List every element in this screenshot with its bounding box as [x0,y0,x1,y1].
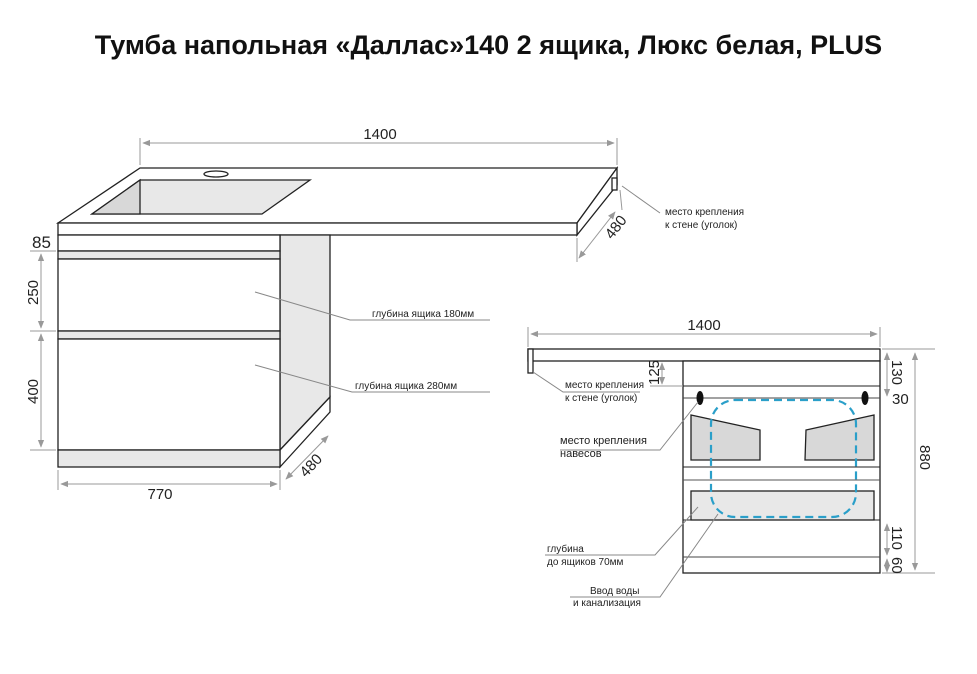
hinge-label: навесов [560,448,602,460]
drawer2-depth-label: глубина ящика 280мм [355,380,457,392]
dim-85: 85 [32,233,51,252]
handle-strip [57,250,281,260]
dim-125: 125 [646,360,663,385]
water-inlet-label: Ввод воды [590,586,639,597]
drawer-upper [57,258,281,332]
dim-770: 770 [147,486,172,503]
dim-110: 110 [888,526,905,550]
top-band [57,234,281,252]
countertop-front [57,222,578,236]
wall-bracket [611,177,618,191]
plinth [57,449,281,468]
hinge-mount-right [861,391,869,405]
water-inlet-label: и канализация [573,598,641,609]
hinge-mount-left [696,391,704,405]
dim-480-top: 480 [602,212,631,242]
handle-strip [57,330,281,340]
wall-mount-label: место крепления [565,380,644,391]
dim-130: 130 [888,360,905,385]
dim-250: 250 [25,280,42,305]
dim-880: 880 [916,445,933,470]
dim-1400-front: 1400 [687,317,720,334]
sink-inner-wall [89,178,141,215]
dim-60: 60 [888,557,905,574]
faucet-hole [203,170,229,178]
drawer-cutout-left [690,414,761,461]
drawer1-depth-label: глубина ящика 180мм [372,308,474,320]
left-isometric-view: 1400 480 место крепления к стене (уголок… [25,126,744,503]
dim-30: 30 [892,391,909,408]
drawer-lower [57,338,281,451]
lower-drawer-inner [690,490,875,521]
page-title: Тумба напольная «Даллас»140 2 ящика, Люк… [94,30,883,60]
sink-outline-dashed [709,398,858,519]
depth-label: до ящиков 70мм [547,557,624,568]
wall-mount-label: к стене (уголок) [565,393,637,404]
wall-bracket [527,348,534,374]
dim-480-cabinet: 480 [296,451,326,481]
wall-mount-label: к стене (уголок) [665,220,737,231]
hinge-label: место крепления [560,435,647,447]
depth-label: глубина [547,543,584,555]
dim-1400: 1400 [363,126,396,143]
wall-mount-label: место крепления [665,207,744,218]
right-front-view: 1400 125 130 30 880 110 60 место креплен… [527,317,935,609]
countertop [527,348,881,362]
dim-400: 400 [25,379,42,404]
